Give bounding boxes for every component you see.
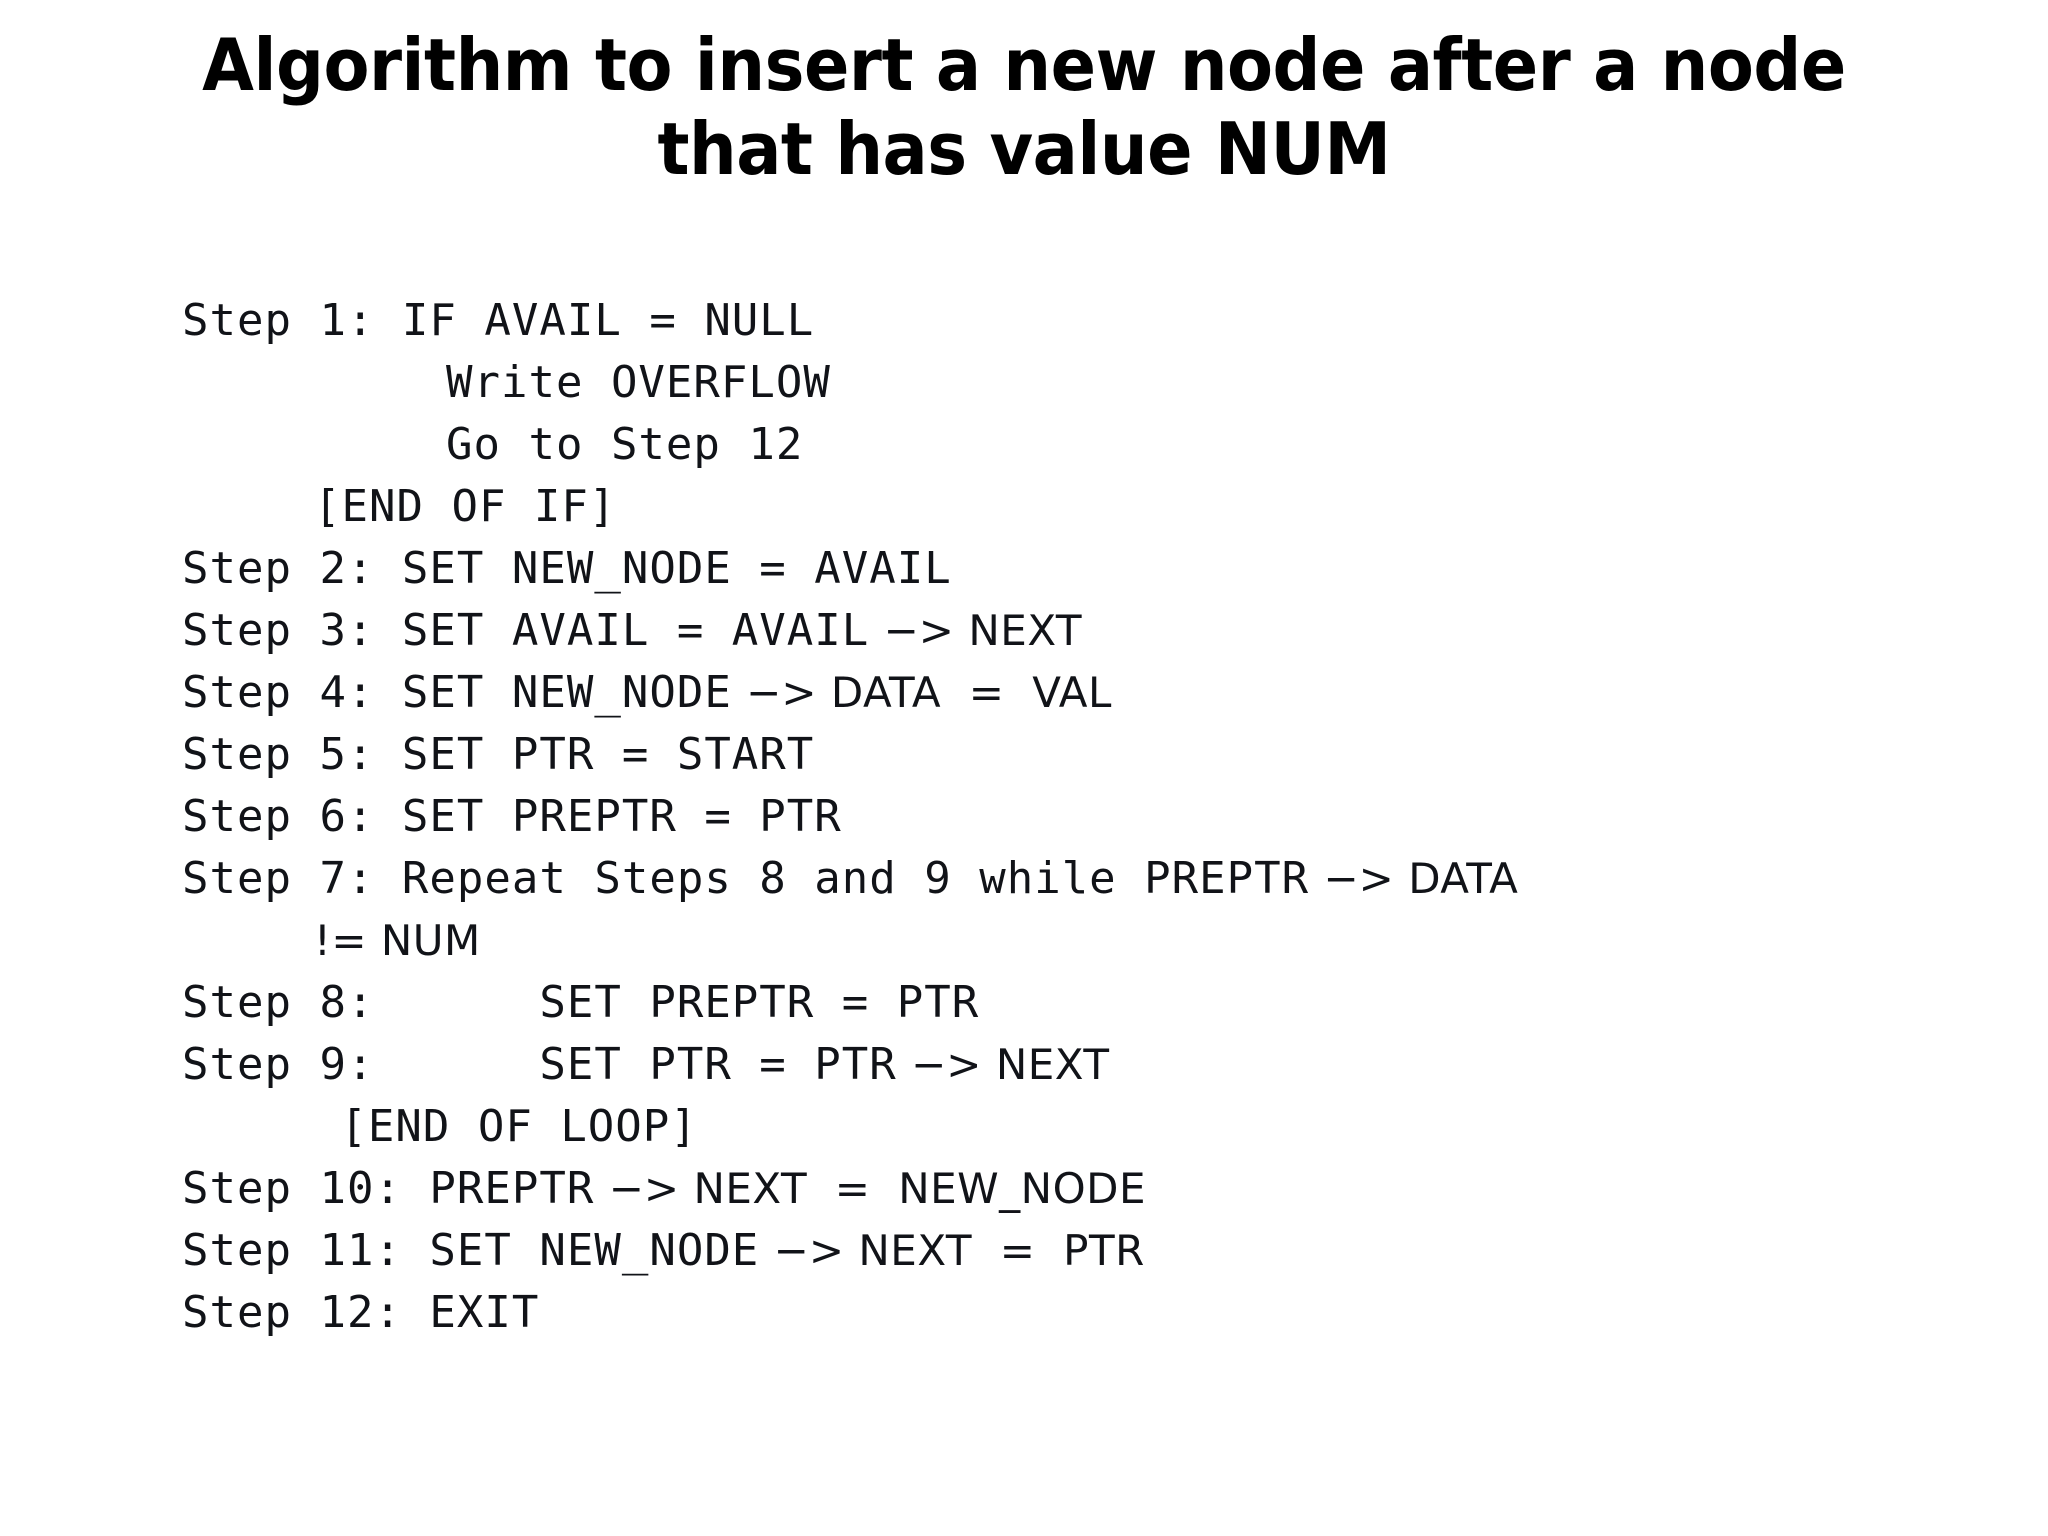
code-text: Step 1: IF AVAIL = NULL	[182, 295, 815, 346]
code-text-pre: Step 10: PREPTR	[182, 1163, 595, 1214]
code-line-step-10: Step 10: PREPTR −> NEXT = NEW_NODE	[182, 1158, 1942, 1220]
code-line-step-1-goto: Go to Step 12	[182, 414, 1942, 476]
code-text: [END OF LOOP]	[340, 1101, 698, 1152]
code-line-step-1-overflow: Write OVERFLOW	[182, 352, 1942, 414]
member-arrow-icon: −>	[595, 1164, 693, 1213]
code-text: Step 12: EXIT	[182, 1287, 540, 1338]
code-line-end-of-loop: [END OF LOOP]	[182, 1096, 1942, 1158]
slide-title: Algorithm to insert a new node after a n…	[0, 23, 2048, 191]
code-line-step-12: Step 12: EXIT	[182, 1282, 1942, 1344]
code-text-post: DATA	[1408, 854, 1519, 903]
code-line-step-5: Step 5: SET PTR = START	[182, 724, 1942, 786]
code-line-step-4: Step 4: SET NEW_NODE −> DATA = VAL	[182, 662, 1942, 724]
member-arrow-icon: −>	[760, 1226, 858, 1275]
code-text-post: NEXT	[995, 1040, 1110, 1089]
member-arrow-icon: −>	[897, 1040, 995, 1089]
code-line-step-8: Step 8: SET PREPTR = PTR	[182, 972, 1942, 1034]
code-text-pre: Step 4: SET NEW_NODE	[182, 667, 732, 718]
code-text-pre: Step 11: SET NEW_NODE	[182, 1225, 760, 1276]
code-line-step-7: Step 7: Repeat Steps 8 and 9 while PREPT…	[182, 848, 1942, 910]
code-text-post: NEXT = PTR	[858, 1226, 1145, 1275]
code-text-post: DATA = VAL	[830, 668, 1112, 717]
title-line-1: Algorithm to insert a new node after a n…	[202, 23, 1846, 107]
member-arrow-icon: −>	[1310, 854, 1408, 903]
code-line-step-6: Step 6: SET PREPTR = PTR	[182, 786, 1942, 848]
code-line-step-1: Step 1: IF AVAIL = NULL	[182, 290, 1942, 352]
code-text-pre: Step 3: SET AVAIL = AVAIL	[182, 605, 870, 656]
algorithm-code-block: Step 1: IF AVAIL = NULL Write OVERFLOW Go …	[182, 290, 1942, 1344]
code-text: Step 8: SET PREPTR = PTR	[182, 977, 980, 1028]
code-text-post: NEXT = NEW_NODE	[693, 1164, 1147, 1213]
code-text: Step 6: SET PREPTR = PTR	[182, 791, 842, 842]
code-text: Step 2: SET NEW_NODE = AVAIL	[182, 543, 952, 594]
title-line-2: that has value NUM	[657, 106, 1391, 191]
code-line-step-11: Step 11: SET NEW_NODE −> NEXT = PTR	[182, 1220, 1942, 1282]
code-line-step-7-cont: != NUM	[182, 910, 1942, 972]
code-line-step-2: Step 2: SET NEW_NODE = AVAIL	[182, 538, 1942, 600]
code-text-post: NEXT	[968, 606, 1083, 655]
code-line-step-3: Step 3: SET AVAIL = AVAIL −> NEXT	[182, 600, 1942, 662]
code-text-pre: Step 9: SET PTR = PTR	[182, 1039, 897, 1090]
code-text: [END OF IF]	[314, 481, 617, 532]
member-arrow-icon: −>	[732, 668, 830, 717]
code-text: Step 5: SET PTR = START	[182, 729, 815, 780]
code-text: Go to Step 12	[446, 419, 804, 470]
code-text: != NUM	[314, 916, 481, 965]
code-line-step-9: Step 9: SET PTR = PTR −> NEXT	[182, 1034, 1942, 1096]
code-line-end-of-if: [END OF IF]	[182, 476, 1942, 538]
code-text-pre: Step 7: Repeat Steps 8 and 9 while PREPT…	[182, 853, 1310, 904]
member-arrow-icon: −>	[870, 606, 968, 655]
code-text: Write OVERFLOW	[446, 357, 831, 408]
